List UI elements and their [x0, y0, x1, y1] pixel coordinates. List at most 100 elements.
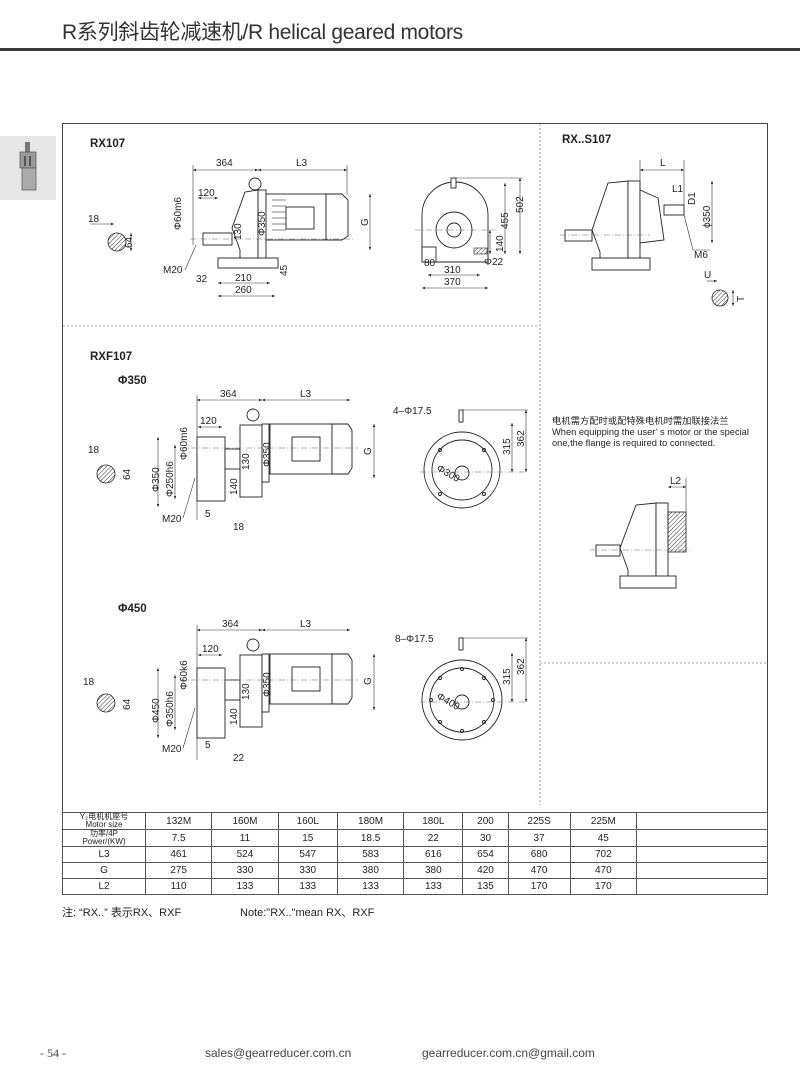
- dim-130: 130: [241, 453, 252, 470]
- footer-email-sales[interactable]: sales@gearreducer.com.cn: [205, 1046, 352, 1060]
- geared-motor-icon: [19, 142, 37, 191]
- table-row-l2: L2 110 133 133 133 133 135 170 170: [62, 878, 768, 895]
- table-cell: 132M: [144, 812, 213, 830]
- table-cell: 15: [277, 829, 338, 847]
- dim-120: 120: [200, 416, 217, 427]
- table-cell: 420: [462, 862, 509, 879]
- flange-phi450-label: Φ450: [118, 603, 147, 615]
- dim-455: 455: [500, 212, 511, 229]
- dim-130: 130: [233, 223, 244, 240]
- footer-email-gmail[interactable]: gearreducer.com.cn@gmail.com: [422, 1046, 595, 1060]
- table-cell: 18.5: [336, 829, 405, 847]
- dim-140: 140: [229, 708, 240, 725]
- table-cell: 225M: [569, 812, 638, 830]
- dim-m20: M20: [162, 744, 182, 755]
- dim-m20: M20: [162, 514, 182, 525]
- dim-phi350: ϕ350: [702, 205, 713, 228]
- table-cell: 11: [211, 829, 279, 847]
- rxf107-phi450-drawing: Φ450 18 64 364 L3 120 Φ60k6 Φ350 130 G Φ…: [83, 603, 528, 764]
- flange-note-cn: 电机需方配时或配特殊电机时需加联接法兰: [552, 416, 729, 426]
- dim-5: 5: [205, 740, 211, 751]
- dim-m6: M6: [694, 250, 708, 261]
- dim-l: L: [660, 158, 666, 169]
- dim-370: 370: [444, 277, 461, 288]
- table-cell: 470: [507, 862, 571, 879]
- dim-l2: L2: [670, 476, 682, 487]
- dim-bolt-holes: 8–Φ17.5: [395, 634, 434, 645]
- label-cn: 功率/4P: [89, 829, 118, 838]
- dim-phi60k6: Φ60k6: [179, 660, 190, 690]
- table-cell: 160L: [277, 812, 338, 830]
- dim-g: G: [363, 447, 374, 455]
- table-cell: 583: [336, 846, 405, 863]
- flange-phi350-label: Φ350: [118, 375, 147, 387]
- row-header: L2: [62, 878, 146, 895]
- page-number: - 54 -: [40, 1046, 66, 1060]
- dim-phi60m6: Φ60m6: [179, 427, 190, 460]
- dim-phi250h6: Φ250h6: [165, 461, 176, 497]
- dim-45: 45: [279, 264, 290, 276]
- dim-502: 502: [515, 196, 526, 213]
- table-cell: 180L: [403, 812, 464, 830]
- header-rule: [0, 48, 800, 51]
- dim-364: 364: [222, 619, 239, 630]
- table-cell: 380: [403, 862, 464, 879]
- dim-210: 210: [235, 273, 252, 284]
- dim-flange-phi450: Φ450: [151, 698, 162, 723]
- dim-364: 364: [216, 158, 233, 169]
- dim-315: 315: [502, 438, 513, 455]
- dim-18: 18: [88, 214, 100, 225]
- dim-18: 18: [88, 445, 100, 456]
- section-tab: [0, 136, 56, 200]
- table-cell-empty: [636, 878, 768, 895]
- rxs107-drawing: RX..S107 L L1 D1 ϕ350 M6 U T: [560, 134, 747, 307]
- dim-l3: L3: [300, 619, 312, 630]
- rxf107-phi350-drawing: RXF107 Φ350 18 64 364 L3 120 Φ60m6 Φ350 …: [88, 351, 528, 533]
- row-header: L3: [62, 846, 146, 863]
- table-cell: 680: [507, 846, 571, 863]
- dim-120: 120: [198, 188, 215, 199]
- table-row-g: G 275 330 330 380 380 420 470 470: [62, 862, 768, 879]
- dim-362: 362: [516, 430, 527, 447]
- table-cell: 30: [462, 829, 509, 847]
- table-cell: 330: [277, 862, 338, 879]
- table-row-l3: L3 461 524 547 583 616 654 680 702: [62, 846, 768, 863]
- label-cn: Y₂电机机座号: [79, 812, 129, 821]
- note-en: Note:"RX.."mean RX、RXF: [240, 907, 375, 919]
- dim-64: 64: [122, 698, 133, 710]
- dim-5: 5: [205, 509, 211, 520]
- note-cn: 注: “RX..” 表示RX、RXF: [62, 907, 182, 919]
- table-cell: 380: [336, 862, 405, 879]
- table-cell: 133: [277, 878, 338, 895]
- dim-364: 364: [220, 389, 237, 400]
- dim-m20: M20: [163, 265, 183, 276]
- dim-362: 362: [516, 658, 527, 675]
- flange-note-en: When equipping the user’ s motor or the …: [552, 427, 749, 448]
- shaft-section: 18 64: [88, 214, 135, 252]
- rx107-drawing: RX107 18 64 364 L3 120 Φ60m6 Φ350 130 G: [88, 138, 526, 298]
- table-cell: 702: [569, 846, 638, 863]
- dim-140: 140: [229, 478, 240, 495]
- rxs107-title: RX..S107: [562, 134, 611, 146]
- table-cell: 200: [462, 812, 509, 830]
- dim-l3: L3: [296, 158, 308, 169]
- rx107-title: RX107: [90, 138, 125, 150]
- table-cell: 133: [403, 878, 464, 895]
- table-cell: 170: [569, 878, 638, 895]
- table-cell-empty: [636, 862, 768, 879]
- table-cell: 37: [507, 829, 571, 847]
- table-cell: 45: [569, 829, 638, 847]
- table-cell: 275: [144, 862, 213, 879]
- dim-80: 80: [424, 258, 436, 269]
- table-cell: 616: [403, 846, 464, 863]
- dim-130: 130: [241, 683, 252, 700]
- dim-64: 64: [122, 468, 133, 480]
- dim-motor-phi350: Φ350: [262, 442, 273, 467]
- row-header: G: [62, 862, 146, 879]
- table-cell-empty: [636, 812, 768, 830]
- table-cell: 22: [403, 829, 464, 847]
